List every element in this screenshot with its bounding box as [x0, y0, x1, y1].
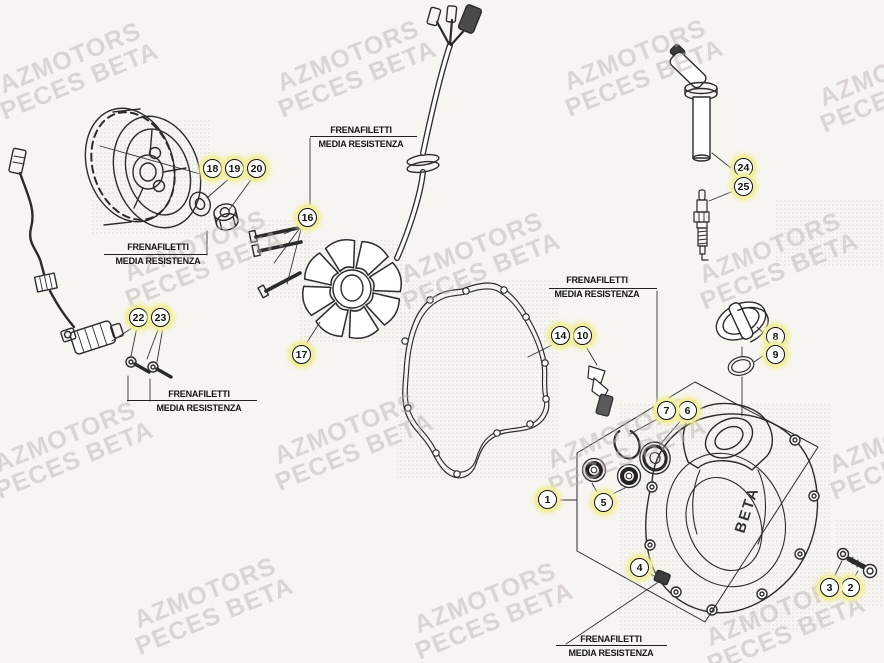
thread-lock-label: FRENAFILETTI MEDIA RESISTENZA [156, 389, 242, 413]
callout-1[interactable]: 1 [538, 490, 557, 509]
oil-cap-drawing [715, 301, 769, 347]
crank-washer-drawing [188, 191, 212, 217]
callout-18[interactable]: 18 [203, 159, 222, 178]
oring-drawing [727, 356, 755, 376]
callout-7[interactable]: 7 [657, 401, 676, 420]
bolt-drawing [846, 556, 878, 579]
callout-9[interactable]: 9 [766, 345, 785, 364]
callout-22[interactable]: 22 [129, 308, 148, 327]
callout-16[interactable]: 16 [298, 208, 317, 227]
gasket-drawing [401, 282, 550, 479]
callout-24[interactable]: 24 [734, 158, 753, 177]
halftone-texture [90, 118, 884, 632]
flywheel-drawing [84, 107, 202, 229]
callout-4[interactable]: 4 [630, 558, 649, 577]
assembly-box [576, 381, 819, 623]
label-rule [310, 136, 417, 137]
stator-drawing [299, 236, 405, 342]
pickup-bolts-drawing [125, 356, 173, 379]
spark-plug-drawing [693, 189, 710, 261]
callout-25[interactable]: 25 [734, 177, 753, 196]
thread-lock-label: FRENAFILETTI MEDIA RESISTENZA [568, 634, 654, 658]
thread-lock-label: FRENAFILETTI MEDIA RESISTENZA [318, 125, 404, 149]
callout-8[interactable]: 8 [766, 327, 785, 346]
crank-nut-drawing [213, 203, 239, 231]
ignition-coil-drawing [669, 44, 718, 162]
callout-10[interactable]: 10 [573, 326, 592, 345]
washer-drawing [836, 547, 850, 561]
callout-6[interactable]: 6 [678, 401, 697, 420]
label-rule [127, 400, 257, 401]
seal-drawing [639, 441, 671, 475]
callout-20[interactable]: 20 [247, 159, 266, 178]
bracket-drawing [587, 365, 614, 417]
callout-5[interactable]: 5 [594, 493, 613, 512]
thread-lock-label: FRENAFILETTI MEDIA RESISTENZA [115, 242, 201, 266]
leader-lines [99, 137, 859, 645]
label-rule [549, 288, 657, 289]
callout-14[interactable]: 14 [551, 326, 570, 345]
callout-17[interactable]: 17 [292, 345, 311, 364]
callout-2[interactable]: 2 [841, 578, 860, 597]
callout-19[interactable]: 19 [225, 159, 244, 178]
stator-bolts-drawing [248, 226, 303, 299]
label-rule [104, 254, 207, 255]
callout-3[interactable]: 3 [820, 578, 839, 597]
pickup-coil-drawing [60, 320, 173, 379]
circlip-drawing [613, 428, 641, 460]
plug-screw-drawing [653, 569, 671, 586]
pickup-wire-drawing [8, 147, 76, 329]
label-rule [556, 645, 667, 646]
callout-23[interactable]: 23 [151, 308, 170, 327]
stator-wire-drawing [394, 4, 483, 261]
thread-lock-label: FRENAFILETTI MEDIA RESISTENZA [554, 275, 640, 299]
bearings-drawing [581, 457, 642, 489]
